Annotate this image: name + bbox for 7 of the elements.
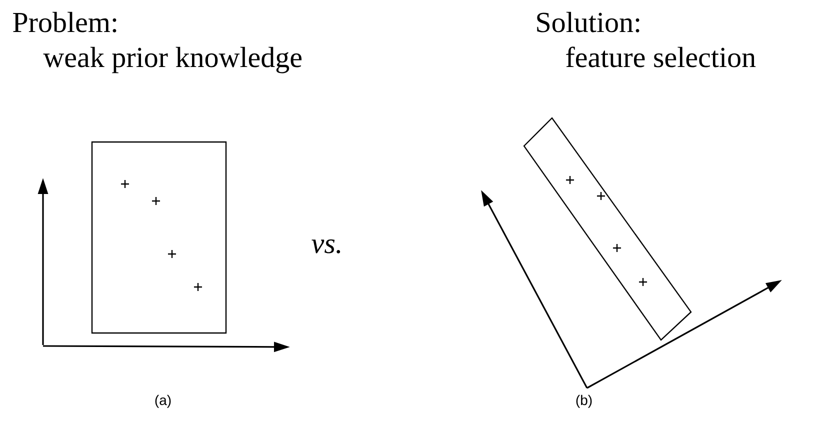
heading-text: weak prior knowledge	[43, 46, 302, 74]
heading-text: Solution:	[537, 12, 640, 32]
heading-text: feature selection	[566, 46, 756, 68]
comparison-text: vs.	[312, 239, 340, 254]
heading-text: Problem:	[13, 12, 116, 32]
panel-label: (a)	[155, 394, 171, 408]
panel-label: (b)	[576, 394, 592, 408]
